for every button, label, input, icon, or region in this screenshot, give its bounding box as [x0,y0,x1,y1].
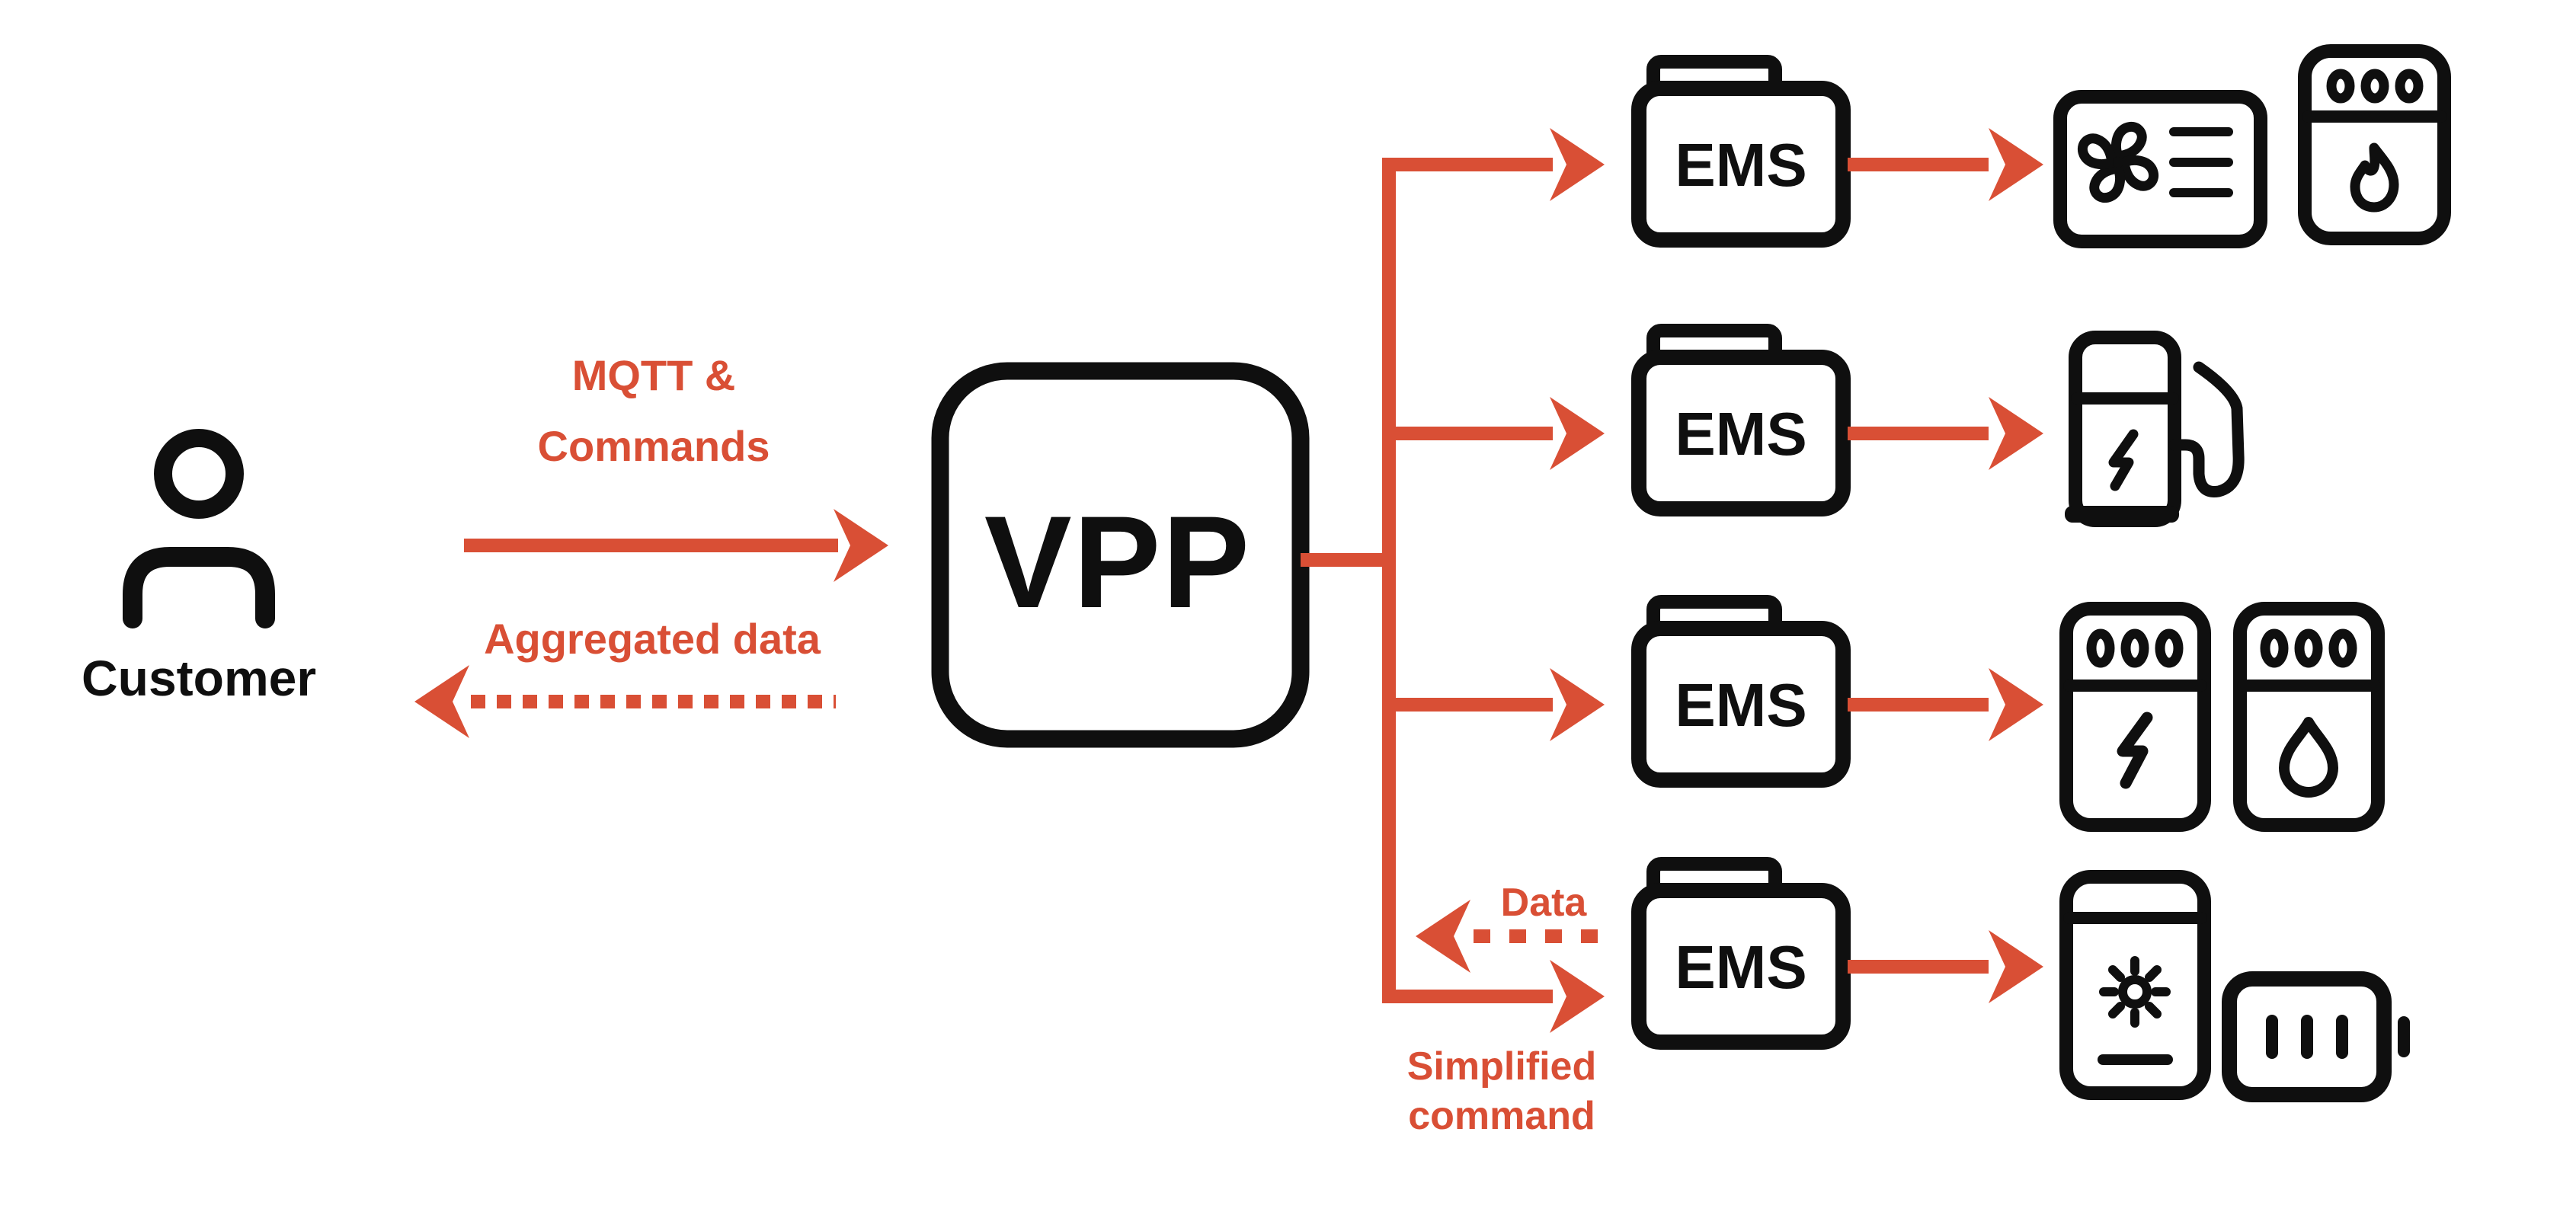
home-battery-icon [2222,971,2410,1102]
charger-base [2065,506,2179,523]
sun-ray [2108,965,2125,982]
sun-ray [2145,965,2162,982]
vent-slot [2294,628,2323,668]
vpp-node: VPP [931,362,1310,748]
aggregated-data-label: Aggregated data [484,615,821,663]
flow-mqtt-commands: MQTT & Commands [464,351,888,582]
flow-ems-data: Data [1416,881,1598,973]
vent-slot [2260,628,2289,668]
data-label: Data [1501,881,1588,925]
ems-node-4: EMS [1639,864,1843,1042]
customer-label: Customer [82,650,316,706]
branch-arrowhead-row3 [1550,668,1605,741]
vent-slot [2120,628,2149,668]
sun-core [2118,975,2152,1009]
branch-arrowhead-row4 [1550,960,1605,1033]
mqtt-label-line2: Commands [538,422,770,470]
branch-arrowhead-row2 [1550,397,1605,470]
vent-slot [2328,628,2357,668]
vpp-label: VPP [984,489,1251,635]
vent-slot [2086,628,2115,668]
mqtt-arrowhead-right [834,509,888,582]
flow-aggregated-data: Aggregated data [414,615,836,738]
vent-slot [2395,69,2424,104]
vent-slot [2360,69,2389,104]
vent-slot [2326,69,2355,104]
water-heater-icon [2233,602,2385,832]
fan-blade-2 [2119,155,2158,191]
charger-body [2069,331,2181,527]
mqtt-label-line1: MQTT & [572,351,736,399]
person-icon [123,429,275,628]
gas-boiler-box [2298,44,2451,245]
fan-blade-1 [2111,122,2147,161]
fan-hub [2113,157,2123,168]
solar-inverter-icon [2059,870,2211,1100]
solar-inverter-box [2059,870,2211,1100]
data-arrowhead-left [1416,900,1470,973]
sun-ray [2108,1002,2125,1019]
vent-slot [2155,628,2184,668]
simplified-command-label-line1: Simplified [1407,1044,1596,1089]
ev-charger-icon [2065,331,2245,527]
charger-nozzle-hose [2168,361,2245,497]
flame-icon [2350,142,2399,213]
lightning-bolt-icon [2108,429,2139,491]
sun-ray [2145,1002,2162,1019]
hvac-box [2053,90,2267,248]
flow-simplified-command: Simplified command [1407,1044,1596,1138]
gas-boiler-icon [2298,44,2451,245]
vpp-ems-connectors [1301,128,1605,1033]
lightning-bolt-icon [2117,712,2153,789]
ems-device-arrows [1848,128,2043,1003]
electric-boiler-box [2059,602,2211,832]
device-arrowhead-row3 [1989,668,2043,741]
ems-node-2: EMS [1639,331,1843,509]
hvac-fan-unit-icon [2053,90,2267,248]
trunk-with-top-bottom-branches [1382,158,1553,1003]
device-arrowhead-row4 [1989,930,2043,1003]
electric-boiler-icon [2059,602,2211,832]
fan-icon [2078,122,2158,203]
simplified-command-label-line2: command [1408,1094,1595,1138]
fan-blade-3 [2089,163,2125,203]
aggregated-data-arrowhead-left [414,665,469,738]
ems-label: EMS [1675,671,1806,739]
water-heater-box [2233,602,2385,832]
branch-arrowhead-row1 [1550,128,1605,201]
ems-label: EMS [1675,400,1806,468]
ems-node-3: EMS [1639,602,1843,780]
sun-icon [2099,956,2171,1028]
fan-blade-4 [2078,133,2117,169]
droplet-icon [2279,717,2338,798]
customer-node: Customer [82,429,316,706]
ems-label: EMS [1675,131,1806,199]
device-arrowhead-row1 [1989,128,2043,201]
battery-case [2222,971,2392,1102]
ems-label: EMS [1675,933,1806,1001]
ems-node-1: EMS [1639,62,1843,240]
person-shoulders [123,547,275,628]
person-head [154,429,244,519]
device-arrowhead-row2 [1989,397,2043,470]
